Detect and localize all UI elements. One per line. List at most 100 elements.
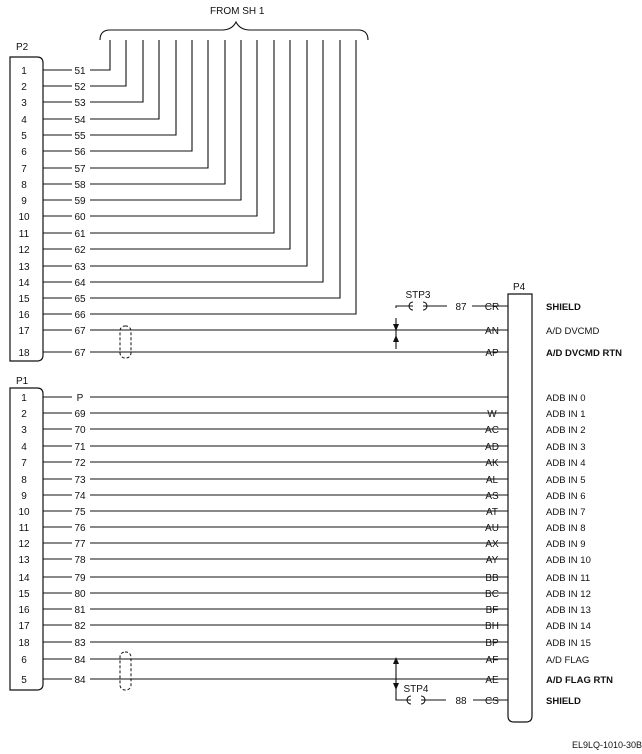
p2-wire-number: 52 (74, 82, 86, 93)
p4-signal-label: ADB IN 10 (546, 555, 591, 566)
p4-pin-code: AD (485, 442, 499, 453)
from-sheet-label: FROM SH 1 (210, 6, 265, 17)
p2-wire-route (90, 40, 242, 201)
p2-pin-number: 15 (18, 294, 30, 305)
p2-wire-number: 61 (74, 229, 86, 240)
p2-wire-route (90, 40, 127, 87)
p4-pin-code: AK (485, 458, 499, 469)
p1-wire-number: 84 (74, 675, 86, 686)
stp3-shield-tie: STP3 87 (393, 290, 508, 349)
p2-wire-route (90, 40, 160, 120)
p1-wire-number: 73 (74, 475, 86, 486)
p2-wire-number: 53 (74, 98, 86, 109)
stp4-wire-number: 88 (455, 696, 467, 707)
p4-pin-code: W (487, 409, 497, 420)
p2-pin-number: 5 (21, 131, 27, 142)
p2-pin-number: 13 (18, 262, 30, 273)
p2-wire-route (90, 40, 226, 185)
p4-pin-code: AU (485, 523, 499, 534)
stp3-label: STP3 (405, 290, 430, 301)
p4-pin-code: AY (486, 555, 499, 566)
p4-pin-code: CS (485, 696, 499, 707)
p4-pin-code: BF (486, 605, 499, 616)
p2-wire-number: 66 (74, 310, 86, 321)
p4-signal-label: ADB IN 15 (546, 638, 591, 649)
p4-signal-label: A/D FLAG RTN (546, 675, 613, 686)
p1-label: P1 (16, 376, 29, 387)
p4-pin-code: AP (485, 348, 499, 359)
p1-pin-number: 15 (18, 589, 30, 600)
p1-pin-number: 5 (21, 675, 27, 686)
p2-pin-number: 7 (21, 164, 27, 175)
p1-wire-number: 71 (74, 442, 86, 453)
p2-pin-number: 9 (21, 196, 27, 207)
p4-signal-label: ADB IN 9 (546, 539, 586, 550)
p1-wire-number: 77 (74, 539, 86, 550)
p2-wire-number: 51 (74, 66, 86, 77)
stp4-label: STP4 (403, 684, 428, 695)
p4-pin-code: CR (485, 302, 499, 313)
p4-signal-label: ADB IN 14 (546, 621, 591, 632)
p4-signal-label: A/D FLAG (546, 655, 589, 666)
stp4-arrow-down (393, 683, 399, 690)
p4-signal-label: A/D DVCMD RTN (546, 348, 622, 359)
p2-pin-number: 4 (21, 115, 27, 126)
stp4-arrow-up (393, 657, 399, 664)
p2-pin-number: 1 (21, 66, 27, 77)
p4-pin-code: AC (485, 425, 499, 436)
p4-signal-label: ADB IN 12 (546, 589, 591, 600)
p2-pin-number: 3 (21, 98, 27, 109)
p1-wire-number: 83 (74, 638, 86, 649)
stp3-arrow-down (393, 324, 399, 331)
p1-pin-number: 13 (18, 555, 30, 566)
p2-wire-number: 64 (74, 278, 86, 289)
p2-pin-number: 6 (21, 147, 27, 158)
p2-wire-route (90, 40, 324, 283)
p4-pin-code: BC (485, 589, 499, 600)
p2-wire-route (90, 40, 177, 136)
p2-wire-number: 63 (74, 262, 86, 273)
p2-wire-number: 67 (74, 326, 86, 337)
p4-signal-label: ADB IN 2 (546, 425, 586, 436)
p2-wire-number: 62 (74, 245, 86, 256)
p1-pin-number: 11 (19, 523, 30, 534)
p2-wire-route (90, 40, 341, 299)
stp3-lead (395, 305, 413, 308)
p2-wire-number: 54 (74, 115, 86, 126)
p1-pin-number: 2 (21, 409, 27, 420)
p2-wire-number: 60 (74, 212, 86, 223)
p2-wire-route (90, 40, 357, 315)
p1-wire-number: 72 (74, 458, 86, 469)
p4-signal-label: ADB IN 5 (546, 475, 586, 486)
p4-signal-label: SHIELD (546, 696, 581, 707)
stp3-ring-left (408, 301, 414, 311)
p4-pin-code: BH (485, 621, 499, 632)
figure-id: EL9LQ-1010-30B (572, 740, 642, 750)
p2-wire-route (90, 40, 291, 250)
from-sheet-brace (99, 20, 369, 41)
p2-connector (9, 56, 44, 362)
p2-pin-number: 14 (18, 278, 30, 289)
p4-pin-code: AS (485, 491, 499, 502)
stp3-arrow-up (393, 335, 399, 342)
p4-pin-code: AN (485, 326, 499, 337)
p2-wire-number: 55 (74, 131, 86, 142)
p1-wire-number: 70 (74, 425, 86, 436)
p1-wire-number: 74 (74, 491, 86, 502)
p4-signal-label: ADB IN 13 (546, 605, 591, 616)
p2-wire-number: 58 (74, 180, 86, 191)
p2-wire-number: 56 (74, 147, 86, 158)
p2-wire-route (90, 40, 144, 103)
p2-wire-number: 67 (74, 348, 86, 359)
p4-label: P4 (513, 282, 526, 293)
p1-wire-number: 75 (74, 507, 86, 518)
p2-wire-number: 59 (74, 196, 86, 207)
p1-wire-number: 80 (74, 589, 86, 600)
p1-wire-number: 82 (74, 621, 86, 632)
p1-wire-number: 79 (74, 573, 86, 584)
p1-wire-number: 76 (74, 523, 86, 534)
p4-pin-code: AE (485, 675, 499, 686)
p4-connector (507, 293, 533, 723)
